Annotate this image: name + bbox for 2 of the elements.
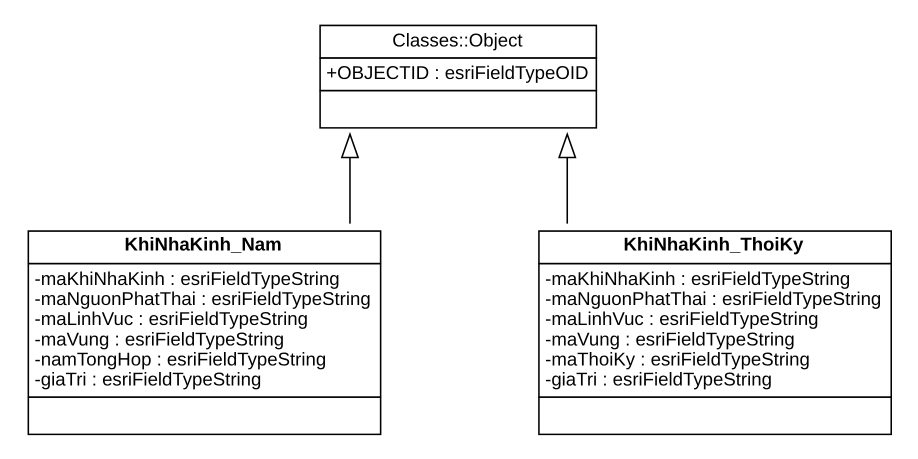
arrow xyxy=(340,132,360,224)
arrow xyxy=(558,132,576,224)
